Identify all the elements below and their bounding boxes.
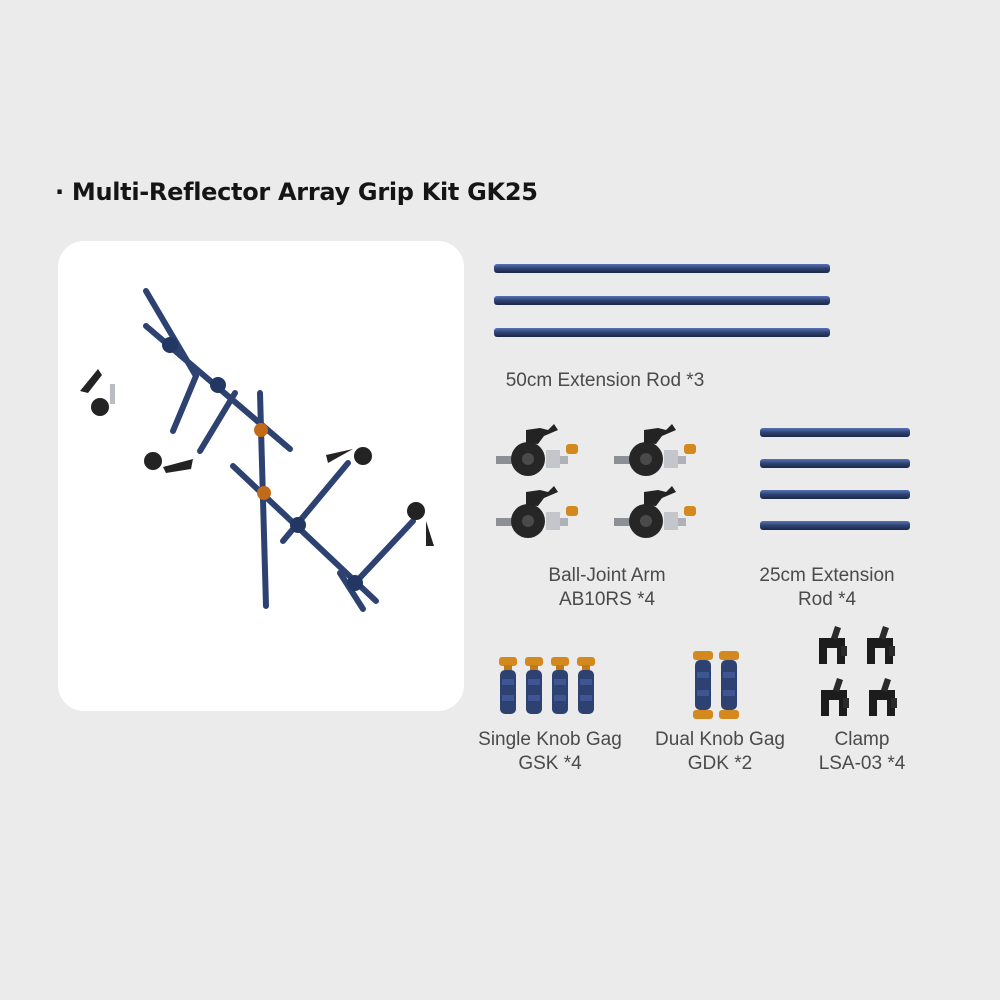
rod-25cm: [760, 490, 910, 499]
assembled-kit-illustration: [80, 288, 434, 612]
single-knob-gag-label: Single Knob Gag GSK *4: [478, 729, 622, 774]
ball-joint-arm-label: Ball-Joint Arm AB10RS *4: [548, 565, 666, 610]
rod-50cm: [494, 264, 830, 273]
rod-25cm: [760, 521, 910, 530]
assembled-kit-image: [58, 241, 464, 711]
extension-rods-50cm: [494, 264, 830, 337]
dual-knob-gag-label: Dual Knob Gag GDK *2: [655, 729, 785, 774]
clamp-label: Clamp LSA-03 *4: [818, 729, 906, 774]
rod-50cm: [494, 296, 830, 305]
dual-knob-gags: [693, 651, 739, 719]
single-knob-gags: [499, 657, 595, 714]
ball-joint-arms: [496, 424, 696, 538]
ball-joint-assembly: [80, 369, 434, 546]
extension-rods-25cm: [760, 428, 910, 530]
rod-50cm: [494, 328, 830, 337]
kit-title: · Multi-Reflector Array Grip Kit GK25: [55, 178, 538, 206]
rod-25cm: [760, 459, 910, 468]
rod-50cm-label: 50cm Extension Rod *3: [505, 370, 705, 391]
rod-25cm: [760, 428, 910, 437]
clamps: [819, 626, 897, 716]
rod-25cm-label: 25cm Extension Rod *4: [759, 565, 895, 610]
